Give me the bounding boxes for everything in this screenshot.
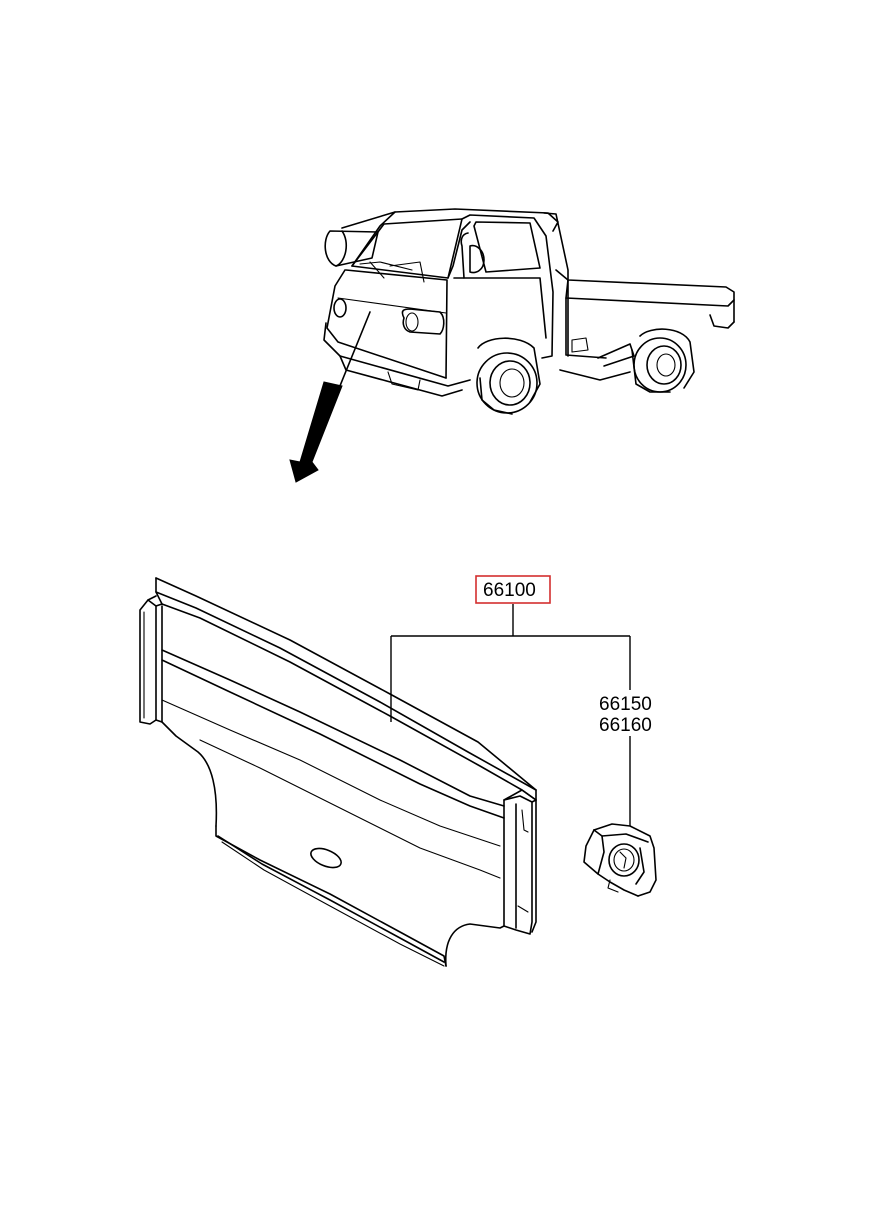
truck-illustration [317,208,735,441]
tailgate-bracket-illustration [583,823,657,897]
main-part-highlight [475,575,551,604]
tailgate-panel-illustration [139,577,537,967]
main-part-number[interactable]: 66100 [483,580,536,601]
pointer-arrow-icon [289,381,343,483]
sub-part-number-1[interactable]: 66150 [599,694,652,715]
leader-lines [390,604,631,826]
sub-part-number-2[interactable]: 66160 [599,715,652,736]
